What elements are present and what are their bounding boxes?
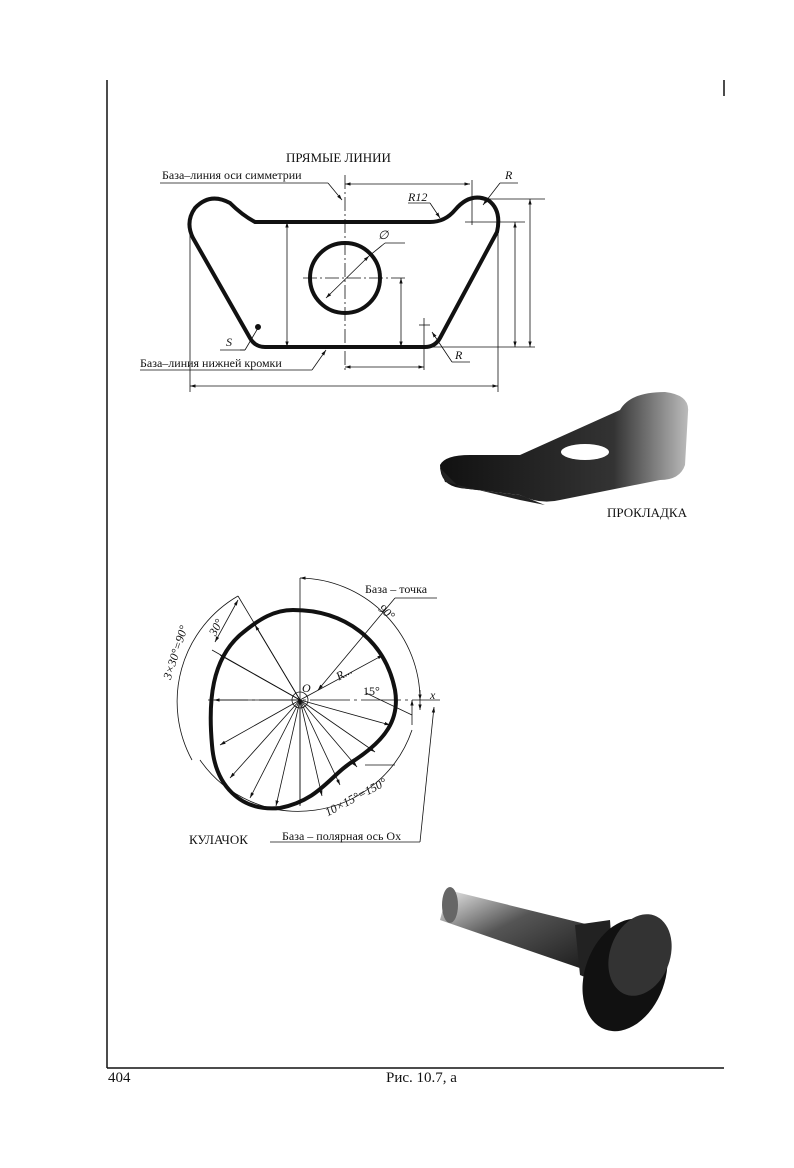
cam-drawing [176, 576, 440, 843]
cam-part-name: КУЛАЧОК [189, 832, 248, 847]
x-axis-label: x [430, 688, 436, 702]
figure-title: ПРЯМЫЕ ЛИНИИ [286, 150, 391, 165]
gasket-drawing [140, 175, 545, 392]
polar-axis-label: База – полярная ось Ox [282, 829, 402, 843]
center-o-label: O [302, 681, 311, 695]
figure-caption: Рис. 10.7, а [386, 1070, 457, 1086]
page-frame [106, 80, 725, 1069]
gasket-part-name: ПРОКЛАДКА [607, 505, 687, 520]
r12-label: R12 [408, 190, 428, 204]
bottom-edge-label: База–линия нижней кромки [140, 356, 282, 370]
radius-top-label: R [505, 168, 513, 182]
angle-15-label: 15° [363, 684, 380, 698]
s-label: S [226, 335, 232, 349]
diameter-label: ∅ [378, 228, 389, 242]
symmetry-axis-label: База–линия оси симметрии [162, 168, 302, 182]
base-point-label: База – точка [365, 582, 428, 596]
gasket-render-image [440, 392, 689, 505]
shaft-render-image [440, 887, 672, 1032]
radius-bottom-label: R [455, 348, 463, 362]
page-number: 404 [108, 1070, 131, 1086]
